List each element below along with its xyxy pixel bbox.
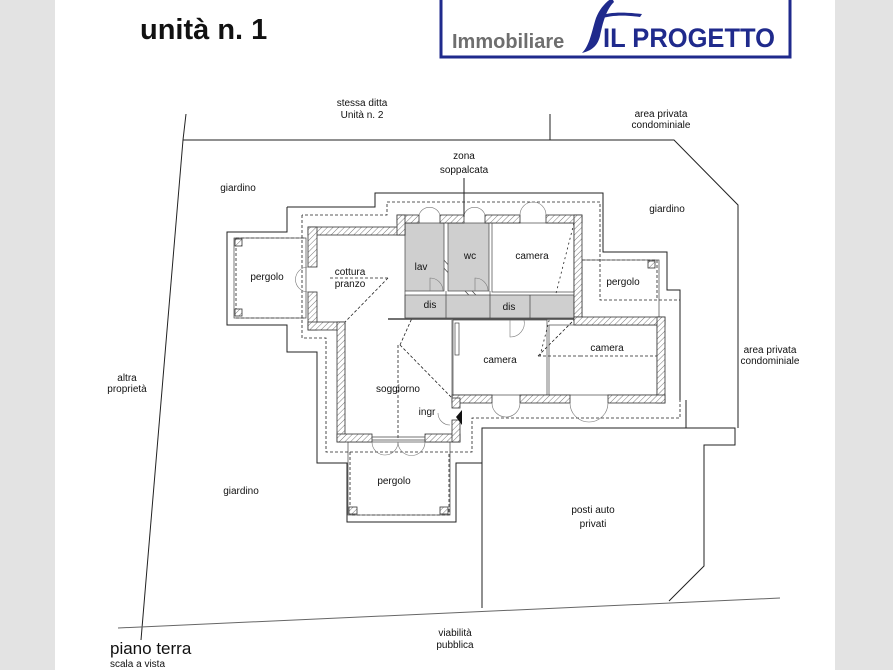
wet-rooms [388, 222, 658, 398]
label-zona: zona [453, 151, 475, 162]
label-proprieta: proprietà [107, 384, 147, 395]
label-giardino-nw: giardino [220, 183, 256, 194]
label-pergolo-w: pergolo [250, 272, 284, 283]
label-ingr: ingr [419, 407, 436, 418]
logo-house-icon [582, 0, 642, 53]
label-cottura: cottura [335, 267, 366, 278]
label-pranzo: pranzo [335, 279, 366, 290]
door-swings [295, 201, 609, 456]
label-stessa-ditta: stessa ditta [337, 98, 388, 109]
label-pubblica: pubblica [436, 640, 474, 651]
label-pergolo-s: pergolo [377, 476, 411, 487]
label-soggiorno: soggiorno [376, 384, 420, 395]
label-privati: privati [580, 519, 607, 530]
label-altra: altra [117, 373, 137, 384]
label-dis-1: dis [424, 300, 437, 311]
label-dis-2: dis [503, 302, 516, 313]
pergola-west [233, 237, 307, 319]
pergola-east [581, 259, 660, 319]
scale-note: scala a vista [110, 659, 165, 670]
label-condominiale-top: condominiale [632, 120, 691, 131]
plan-labels: stessa ditta Unità n. 2 area privata con… [107, 98, 800, 651]
pergola-south [347, 441, 451, 516]
label-camera-1: camera [515, 251, 549, 262]
logo-text-ilprogetto: IL PROGETTO [603, 23, 775, 53]
label-camera-2: camera [483, 355, 517, 366]
logo-text-immobiliare: Immobiliare [452, 31, 564, 53]
walls [307, 214, 666, 443]
label-giardino-ne: giardino [649, 204, 685, 215]
floor-name: piano terra [110, 639, 192, 658]
drawing-page [55, 0, 835, 670]
label-wc: wc [463, 251, 476, 262]
label-soppalcata: soppalcata [440, 165, 489, 176]
company-logo: Immobiliare IL PROGETTO [439, 0, 792, 59]
label-camera-3: camera [590, 343, 624, 354]
label-pergolo-e: pergolo [606, 277, 640, 288]
site-boundaries [117, 113, 781, 641]
label-condominiale-right: condominiale [741, 356, 800, 367]
label-unita-2: Unità n. 2 [341, 110, 384, 121]
label-lav: lav [415, 262, 428, 273]
label-giardino-sw: giardino [223, 486, 259, 497]
label-area-privata-right: area privata [744, 345, 797, 356]
label-posti-auto: posti auto [571, 505, 615, 516]
unit-title: unità n. 1 [140, 14, 267, 46]
label-area-privata-top: area privata [635, 109, 688, 120]
label-viabilita: viabilità [438, 628, 472, 639]
